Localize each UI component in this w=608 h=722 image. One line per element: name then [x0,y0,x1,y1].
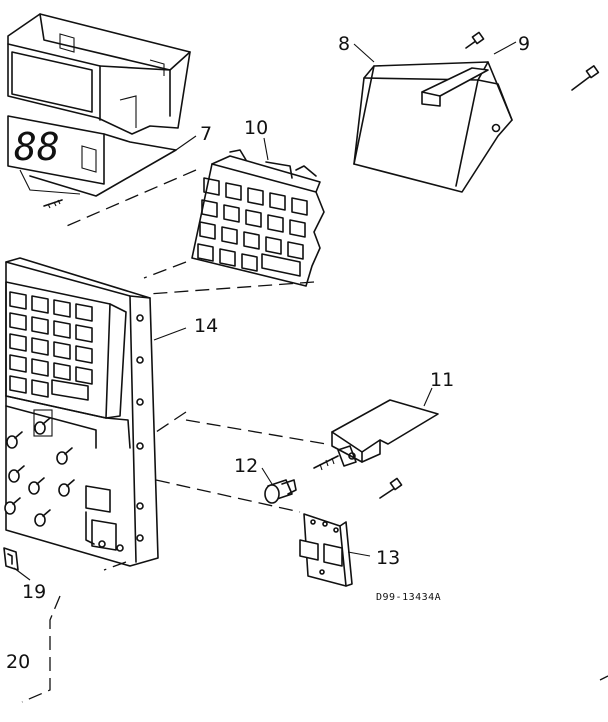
knob-icon [34,421,46,435]
callout-19: 19 [22,581,46,603]
knob-icon [28,481,40,495]
keypad-key-wide [261,253,301,277]
knob-shaft [64,447,73,455]
panel-key [53,299,71,318]
panel-key [75,303,93,322]
knob-icon [56,451,68,465]
knob-icon [6,435,18,449]
callout-12: 12 [234,455,258,477]
callout-20: 20 [6,651,30,673]
panel-key [31,358,49,377]
keypad-key [221,226,238,245]
knob-shaft [36,477,45,485]
keypad-key [269,192,286,211]
keypad-key [199,221,216,240]
keypad-key [197,243,214,262]
leader-lines [13,41,517,581]
callout-10: 10 [244,117,268,139]
drawing-code: D99-13434A [376,592,441,603]
callout-8: 8 [338,33,350,55]
keypad-key [225,182,242,201]
panel-key [31,316,49,335]
callout-13: 13 [376,547,400,569]
panel-key [75,366,93,385]
knob-icon [34,513,46,527]
rivet-part-12 [264,479,297,504]
display-digits: 88 [14,125,60,169]
keypad-key [289,219,306,238]
assembly-lines [21,169,608,703]
keypad-key [243,231,260,250]
panel-key [9,312,27,331]
callout-14: 14 [194,315,218,337]
keypad-key [223,204,240,223]
keypad-key [219,248,236,267]
keypad-key [265,236,282,255]
panel-key [9,375,27,394]
panel-key [31,379,49,398]
keypad-part-10 [191,149,325,287]
keypad-key [267,214,284,233]
panel-key [31,337,49,356]
display-housing: 88 [7,13,191,209]
keypad-key [201,199,218,218]
panel-key [9,333,27,352]
knob-shaft [66,479,75,487]
panel-key [53,341,71,360]
panel-key [75,345,93,364]
knob-shaft [42,509,51,517]
keypad-key [291,197,308,216]
knob-shaft [12,497,21,505]
callout-labels: 7 8 9 10 11 12 13 14 19 20 D99-13434A [6,33,530,673]
keypad-key [247,187,264,206]
knob-shaft [14,431,23,439]
screw-icon [571,65,600,91]
callout-11: 11 [430,369,454,391]
knob-shaft [42,417,51,425]
main-panel-part-14 [3,257,159,571]
keypad-key [241,253,258,272]
top-cover-part-8 [353,31,600,193]
bracket-part-13 [299,477,403,587]
panel-key [9,291,27,310]
panel-key [75,324,93,343]
knob-icon [8,469,20,483]
knob-icon [4,501,16,515]
callout-9: 9 [518,33,530,55]
knob-icon [58,483,70,497]
screw-icon [465,31,485,49]
plate-part-11 [313,399,439,471]
keypad-key [245,209,262,228]
panel-key-wide [51,379,89,401]
knob-shaft [16,465,25,473]
callout-7: 7 [200,123,212,145]
keypad-key [203,177,220,196]
keypad-key [287,241,304,260]
panel-key [9,354,27,373]
panel-key [31,295,49,314]
panel-key [53,320,71,339]
panel-key [53,362,71,381]
